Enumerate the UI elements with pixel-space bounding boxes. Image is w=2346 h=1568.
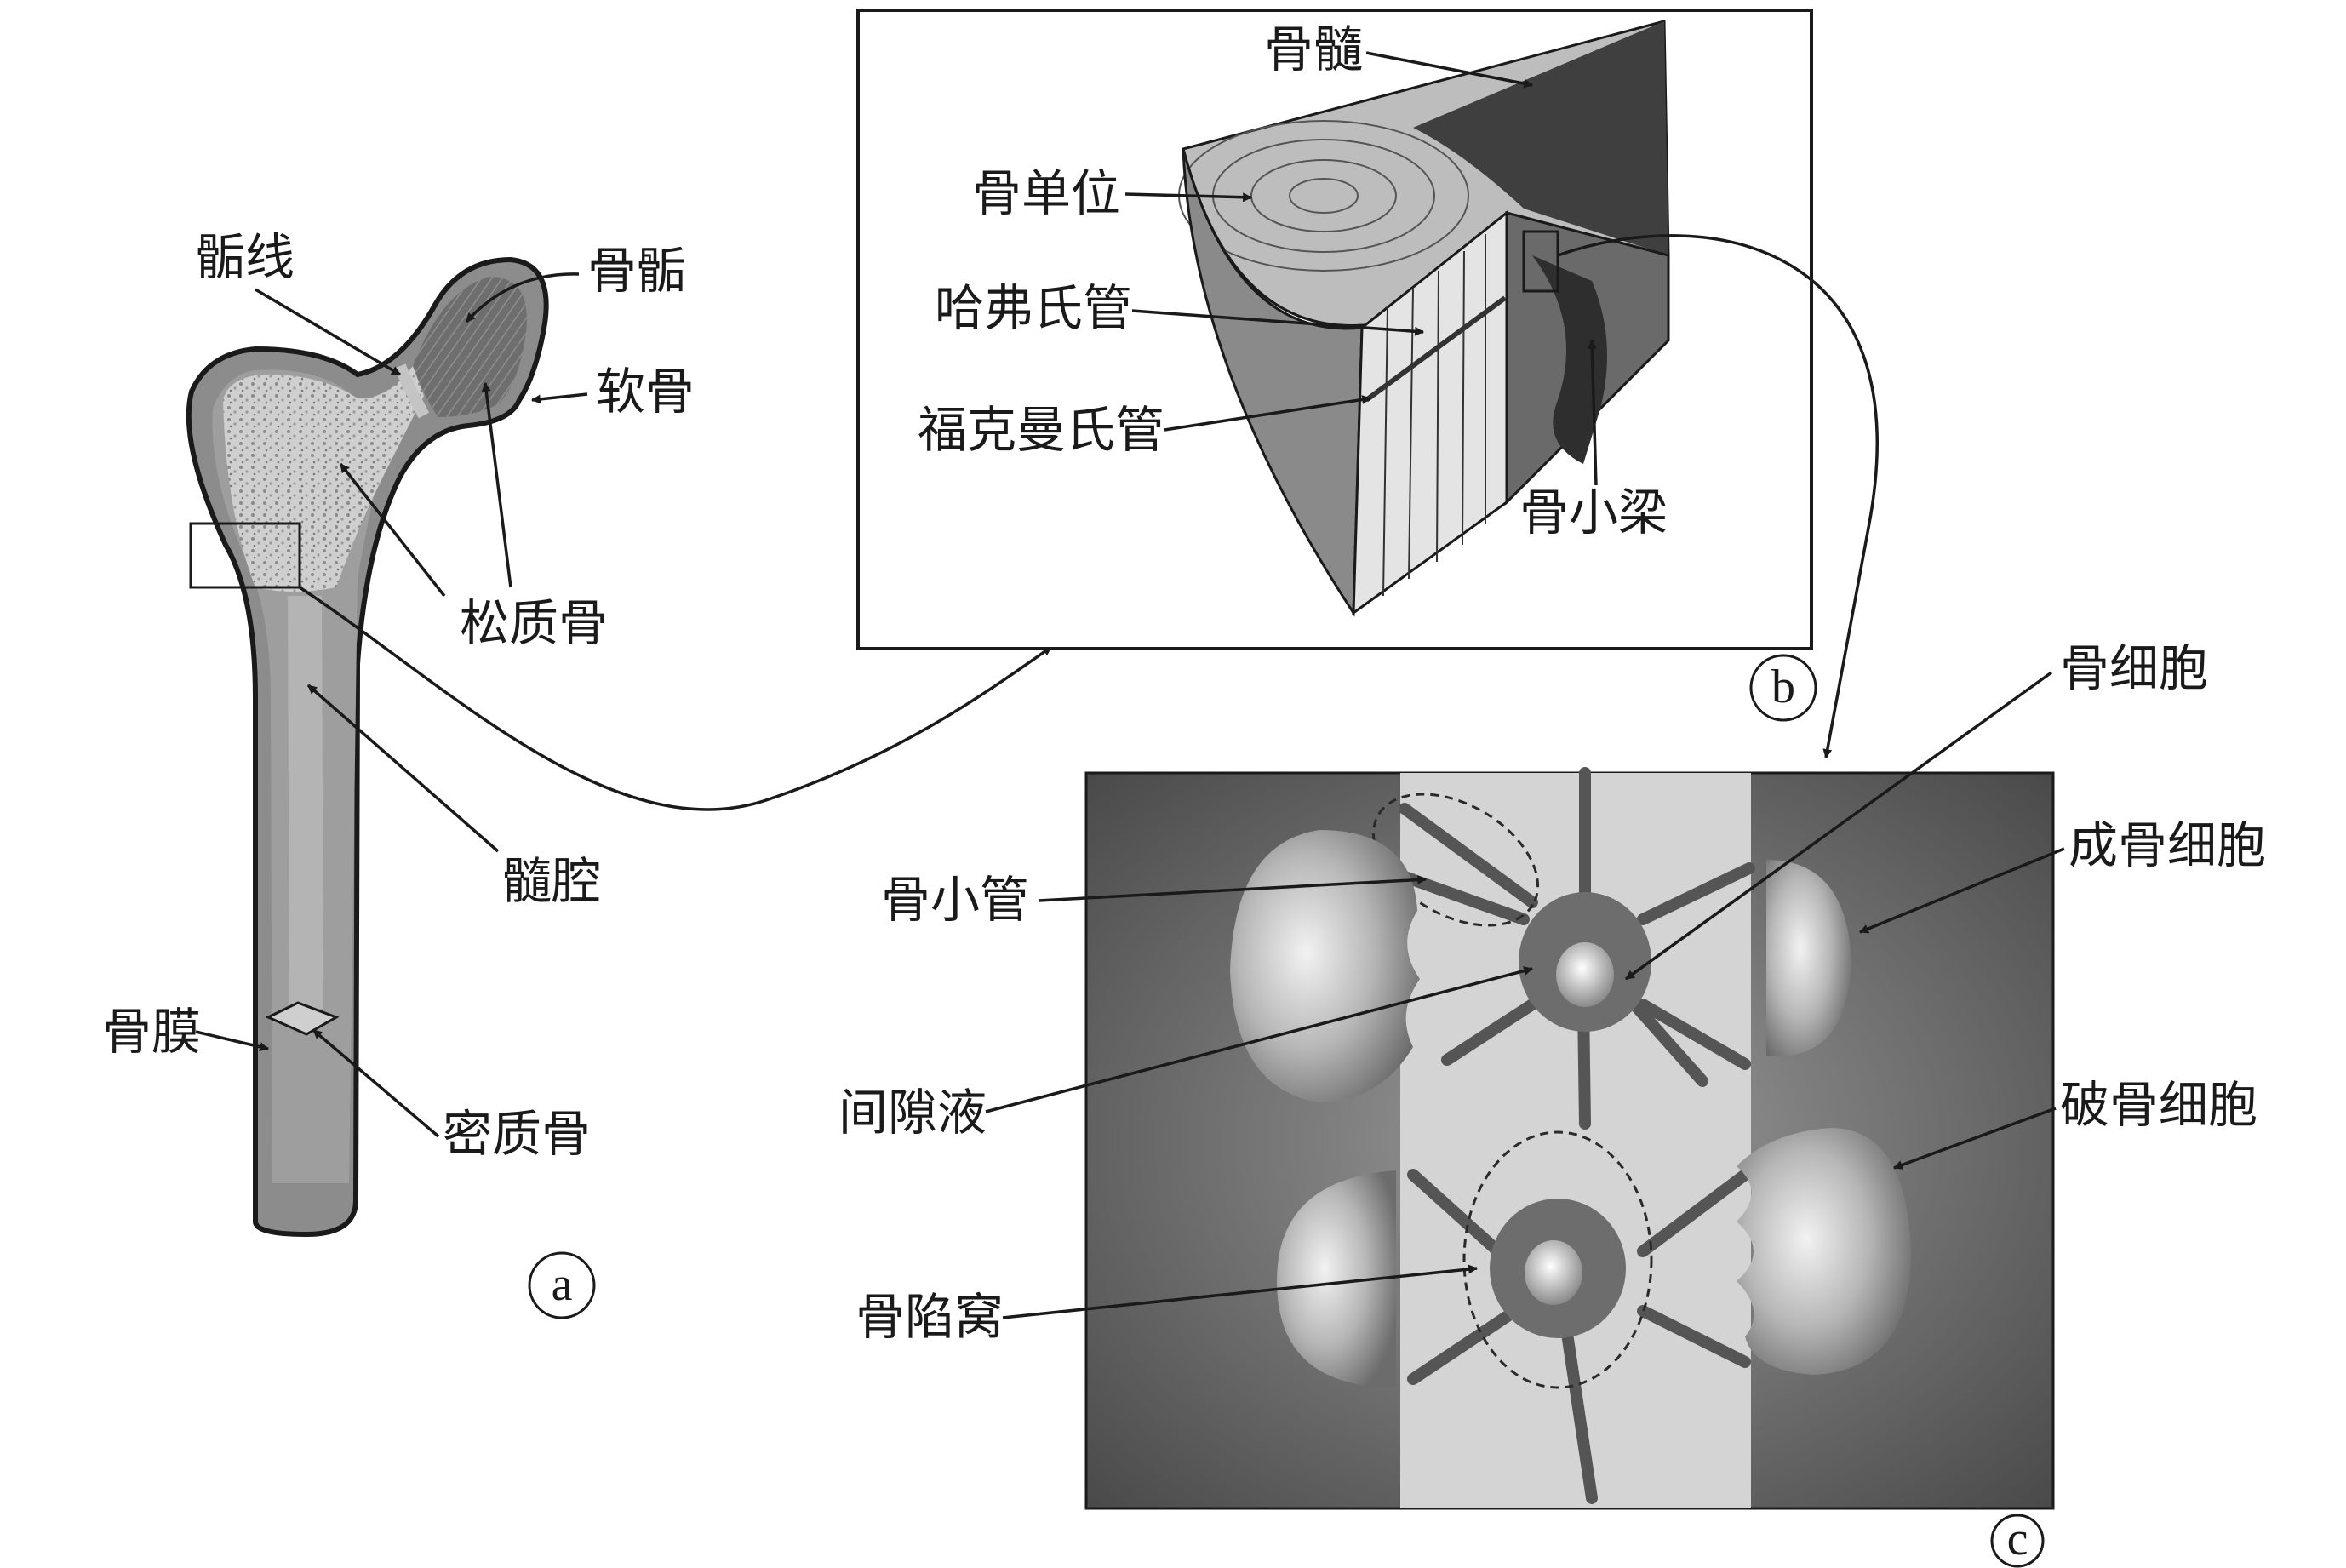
label-medullary-cavity: 髓腔: [502, 852, 601, 910]
label-cartilage: 软骨: [596, 363, 695, 421]
marrow-top-region: [1413, 21, 1668, 255]
cut-section: [265, 1001, 340, 1036]
canaliculi-dashed-region: [1371, 793, 1540, 927]
label-osteoclast: 破骨细胞: [2060, 1076, 2257, 1134]
haversian-canal-lines: [1365, 234, 1507, 597]
osteoclast-right-bottom: [1737, 1128, 1911, 1375]
osteocyte-top-nucleus: [1556, 942, 1614, 1007]
zoom-box-b: [1522, 230, 1559, 293]
panel-c-tag: c: [2007, 1513, 2028, 1565]
spongy-bone-region: [223, 366, 424, 592]
label-haversian-canal: 哈弗氏管: [935, 279, 1132, 337]
panel-b-tag-circle: [1749, 654, 1817, 722]
label-epiphysis: 骨骺: [587, 242, 686, 300]
panel-b: [856, 9, 1813, 650]
label-periosteum: 骨膜: [102, 1003, 201, 1061]
osteoblast-right-top: [1766, 860, 1851, 1056]
panel-b-labels: 骨髓 骨单位 哈弗氏管 福克曼氏管 骨小梁 b: [918, 20, 1817, 722]
panel-a-tag: a: [552, 1258, 573, 1311]
block-front-face: [1182, 148, 1364, 617]
label-volkmann-canal: 福克曼氏管: [918, 401, 1164, 459]
label-canaliculi: 骨小管: [881, 871, 1029, 929]
medullary-cavity-region: [288, 596, 323, 1009]
trabecular-dark-strands: [1532, 255, 1607, 464]
label-trabecula: 骨小梁: [1519, 484, 1668, 541]
label-cancellous-bone: 松质骨: [460, 594, 608, 652]
zoom-box-a: [189, 522, 301, 589]
label-compact-bone: 密质骨: [443, 1105, 591, 1163]
osteoblast-left-bottom: [1277, 1170, 1396, 1388]
panel-c-tag-circle: [1990, 1514, 2045, 1568]
lacuna-dashed-region: [1462, 1130, 1653, 1389]
connector-a-to-b: [299, 586, 1053, 811]
femur-illustration: [186, 256, 549, 1238]
panel-c: [1084, 767, 2055, 1510]
label-osteoblast: 成骨细胞: [2068, 816, 2266, 874]
panel-a-tag-circle: [528, 1251, 596, 1319]
epiphyseal-line-band: [394, 363, 430, 419]
canaliculi-network: [1399, 767, 1755, 1504]
label-osteocyte: 骨细胞: [2060, 639, 2208, 697]
label-epiphyseal-line: 骺线: [196, 228, 295, 286]
panel-b-tag: b: [1771, 661, 1795, 713]
connector-b-to-c: [1557, 234, 1879, 759]
osteoclast-left-top: [1230, 830, 1420, 1102]
label-lacuna: 骨陷窝: [855, 1288, 1004, 1346]
panel-c-labels: 骨细胞 骨小管 成骨细胞 间隙液 破骨细胞 骨陷窝 c: [838, 639, 2266, 1568]
label-bone-marrow: 骨髓: [1264, 20, 1363, 78]
osteocyte-bottom-nucleus: [1525, 1240, 1582, 1305]
label-osteon: 骨单位: [972, 164, 1120, 222]
panel-a-labels: 骺线 骨骺 软骨 松质骨 髓腔 骨膜 密质骨 a: [102, 228, 695, 1319]
epiphysis-region: [413, 277, 527, 417]
label-interstitial-fluid: 间隙液: [838, 1084, 987, 1142]
